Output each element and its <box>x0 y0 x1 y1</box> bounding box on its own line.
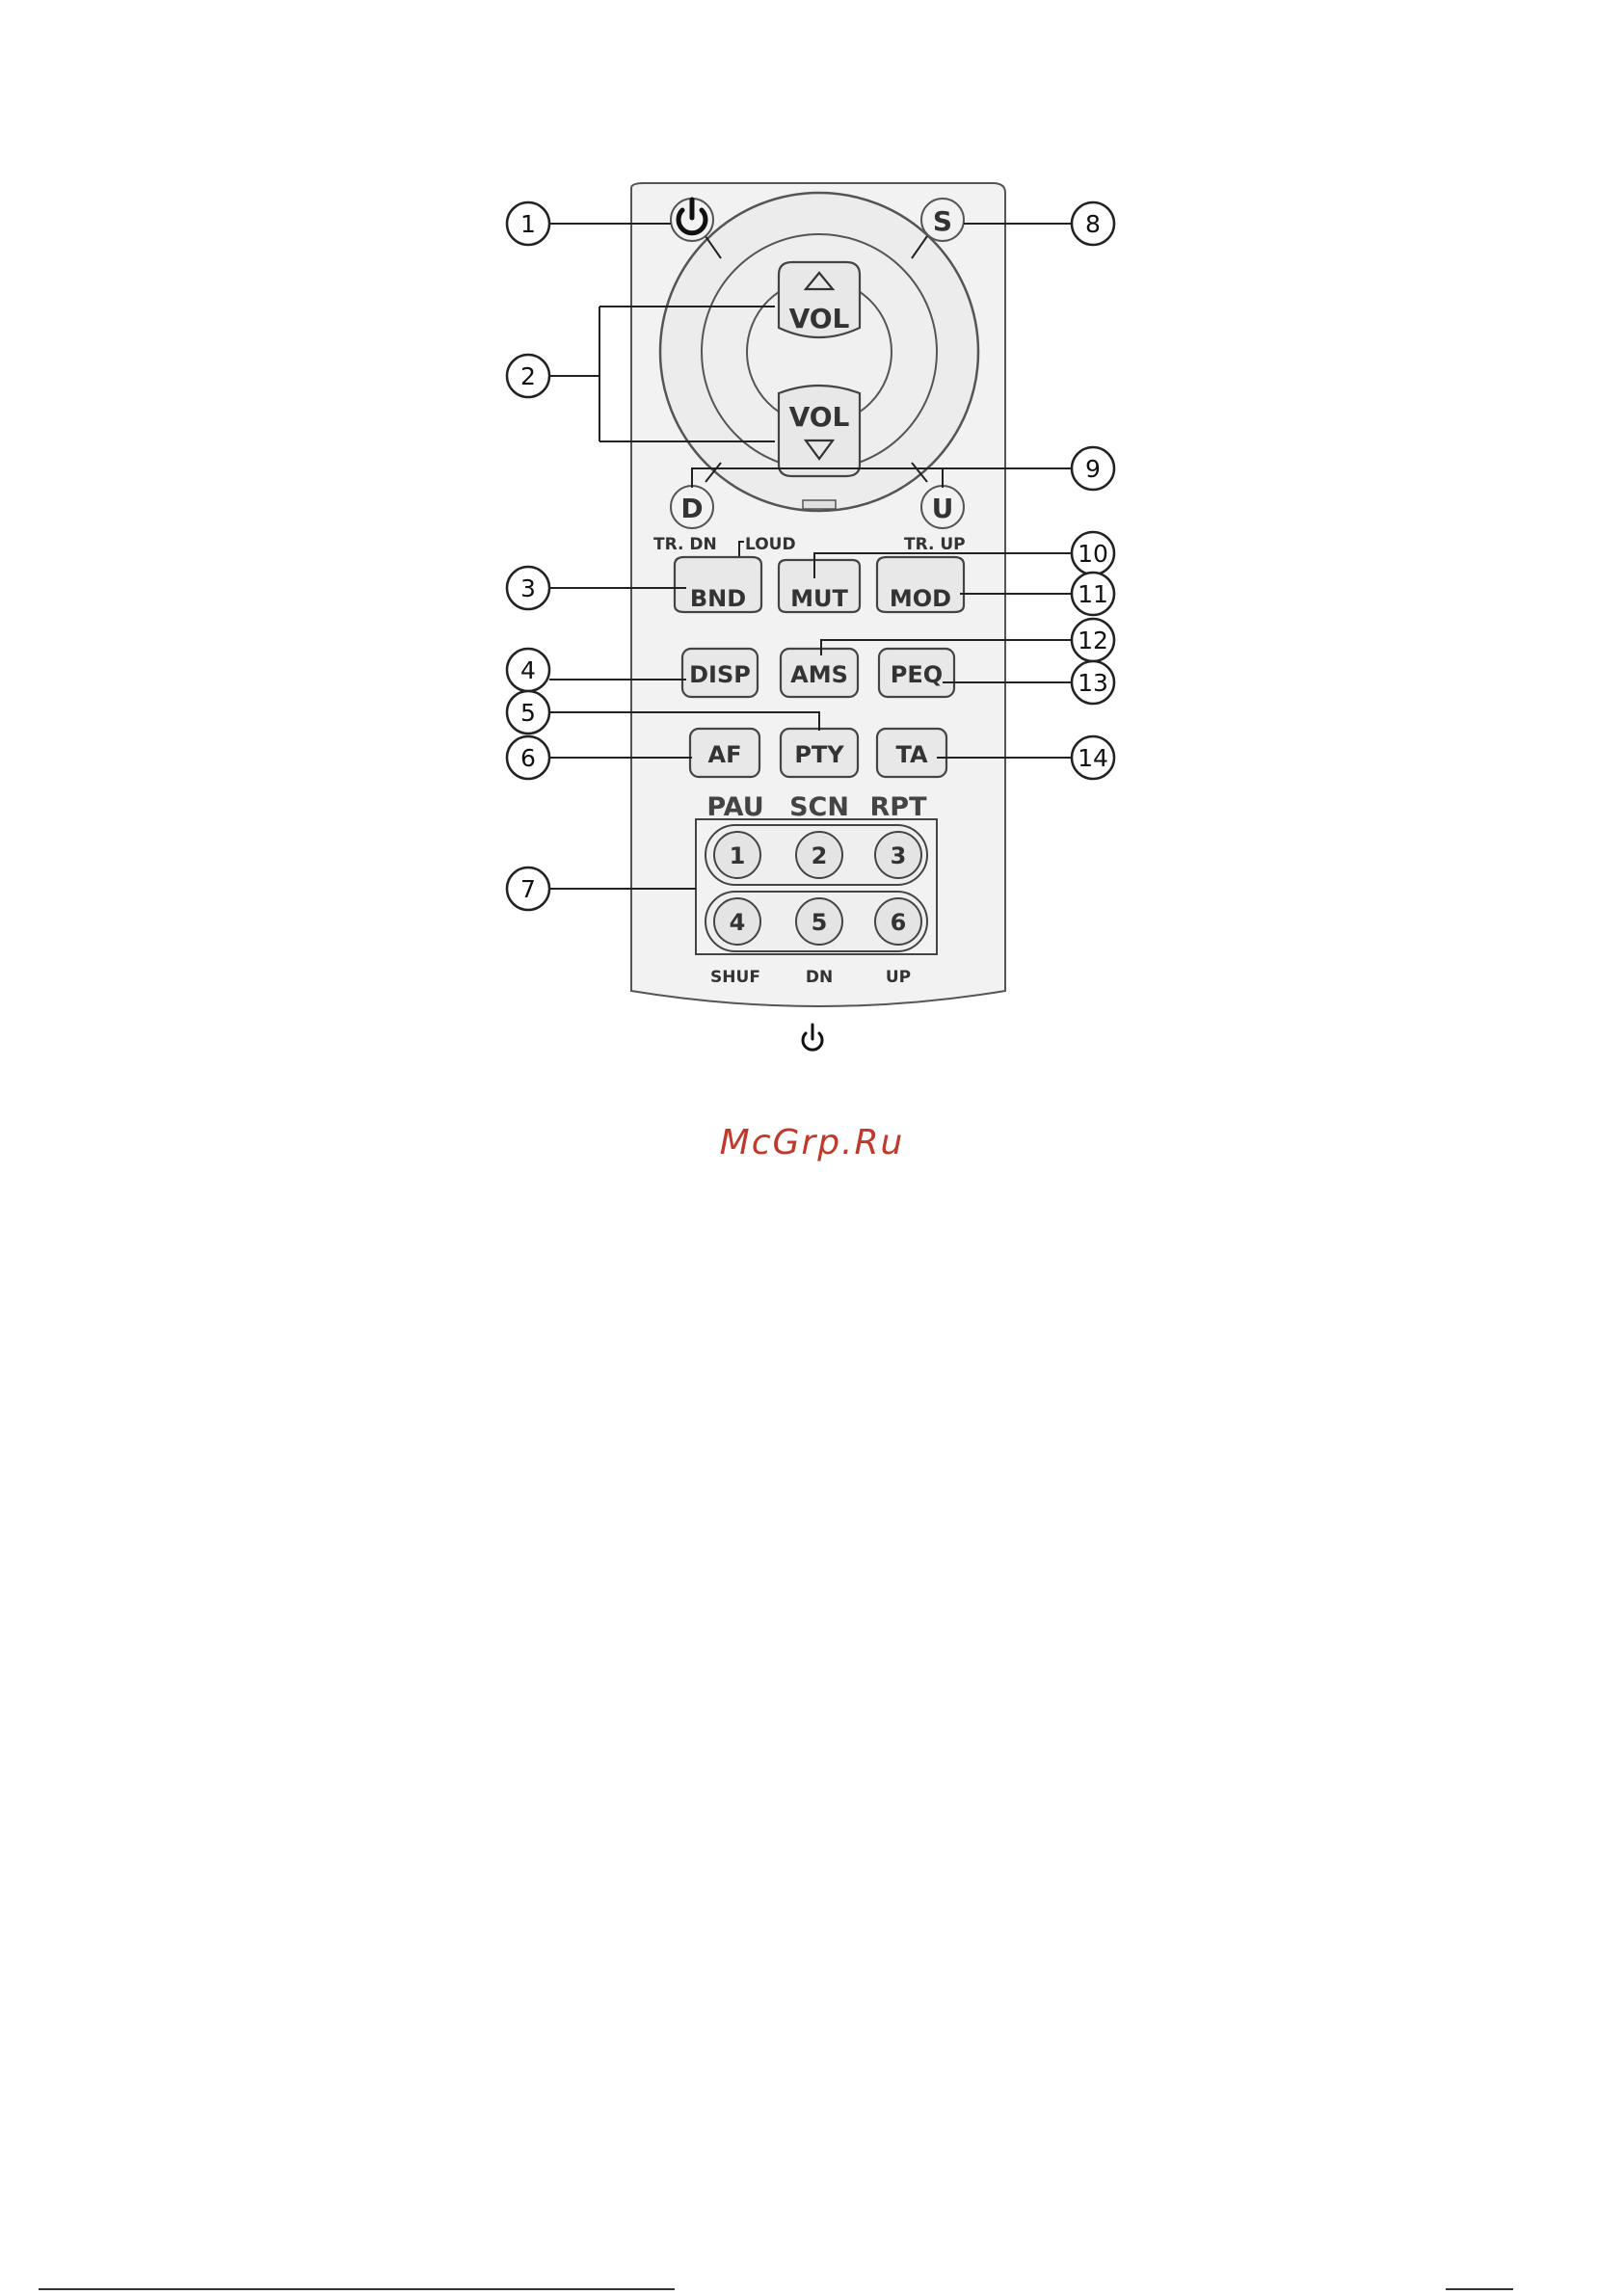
pty-button[interactable]: PTY <box>781 729 858 777</box>
preset-label-dn: DN <box>806 968 833 987</box>
callout-9: 9 <box>1072 447 1114 490</box>
band-button[interactable]: BND <box>675 557 761 612</box>
preset-key-4[interactable]: 4 <box>714 898 760 945</box>
svg-text:12: 12 <box>1078 627 1108 654</box>
callout-12: 12 <box>1072 619 1114 661</box>
preset-key-3-label: 3 <box>891 842 907 869</box>
svg-text:13: 13 <box>1078 669 1108 697</box>
preset-label-pau: PAU <box>706 792 763 822</box>
svg-text:6: 6 <box>520 744 536 772</box>
preset-label-scn: SCN <box>789 792 849 822</box>
peq-button-label: PEQ <box>891 661 943 688</box>
down-button[interactable]: D <box>671 486 713 528</box>
preset-key-4-label: 4 <box>730 909 746 936</box>
af-button[interactable]: AF <box>690 729 759 777</box>
callout-8: 8 <box>1072 202 1114 245</box>
tr-dn-label: TR. DN <box>653 535 717 554</box>
preset-key-2[interactable]: 2 <box>796 832 842 878</box>
preset-key-1[interactable]: 1 <box>714 832 760 878</box>
svg-text:14: 14 <box>1078 744 1108 772</box>
loud-label: LOUD <box>745 535 796 554</box>
vol-down-label: VOL <box>789 401 850 433</box>
svg-text:11: 11 <box>1078 580 1108 608</box>
display-button-label: DISP <box>689 661 751 688</box>
pty-button-label: PTY <box>794 741 844 768</box>
svg-text:8: 8 <box>1085 210 1101 238</box>
preset-key-1-label: 1 <box>730 842 746 869</box>
preset-key-6[interactable]: 6 <box>875 898 921 945</box>
footer-rule-right <box>1446 2288 1513 2290</box>
callout-13: 13 <box>1072 661 1114 704</box>
band-button-label: BND <box>690 585 746 612</box>
ta-button[interactable]: TA <box>877 729 946 777</box>
source-button[interactable]: S <box>921 199 964 241</box>
callout-3: 3 <box>507 567 549 609</box>
display-button[interactable]: DISP <box>682 649 758 697</box>
callout-14: 14 <box>1072 736 1114 779</box>
svg-text:10: 10 <box>1078 540 1108 568</box>
preset-key-2-label: 2 <box>812 842 828 869</box>
callout-6: 6 <box>507 736 549 779</box>
power-button[interactable] <box>671 199 713 241</box>
mode-button[interactable]: MOD <box>877 557 964 612</box>
af-button-label: AF <box>708 741 742 768</box>
svg-text:9: 9 <box>1085 455 1101 483</box>
callout-4: 4 <box>507 649 549 691</box>
preset-label-shuf: SHUF <box>710 968 760 987</box>
svg-text:4: 4 <box>520 656 536 684</box>
svg-text:2: 2 <box>520 362 536 390</box>
svg-text:1: 1 <box>520 210 536 238</box>
mode-button-label: MOD <box>890 585 951 612</box>
mute-button-label: MUT <box>790 585 848 612</box>
preset-label-up: UP <box>886 968 911 987</box>
callout-2: 2 <box>507 355 549 397</box>
vol-up-label: VOL <box>789 303 850 334</box>
watermark: McGrp.Ru <box>0 1123 1624 1162</box>
tr-up-label: TR. UP <box>904 535 966 554</box>
callout-5: 5 <box>507 691 549 734</box>
svg-text:5: 5 <box>520 699 536 727</box>
preset-key-3[interactable]: 3 <box>875 832 921 878</box>
peq-button[interactable]: PEQ <box>879 649 954 697</box>
mute-button[interactable]: MUT <box>779 560 860 612</box>
ta-button-label: TA <box>895 741 928 768</box>
svg-text:7: 7 <box>520 875 536 903</box>
vol-down-button[interactable]: VOL <box>779 386 860 476</box>
callout-11: 11 <box>1072 573 1114 615</box>
preset-key-5[interactable]: 5 <box>796 898 842 945</box>
callout-7: 7 <box>507 867 549 910</box>
up-button[interactable]: U <box>921 486 964 528</box>
preset-key-6-label: 6 <box>891 909 907 936</box>
down-button-label: D <box>680 493 703 524</box>
joystick-notch <box>803 500 836 509</box>
footer-rule <box>39 2288 675 2290</box>
up-button-label: U <box>932 493 954 524</box>
preset-label-rpt: RPT <box>870 792 928 822</box>
ams-button-label: AMS <box>790 661 848 688</box>
preset-key-5-label: 5 <box>812 909 828 936</box>
svg-text:3: 3 <box>520 574 536 602</box>
vol-up-button[interactable]: VOL <box>779 262 860 337</box>
source-button-label: S <box>933 205 952 237</box>
ams-button[interactable]: AMS <box>781 649 858 697</box>
power-symbol-icon <box>803 1025 822 1050</box>
callout-10: 10 <box>1072 532 1114 574</box>
callout-1: 1 <box>507 202 549 245</box>
